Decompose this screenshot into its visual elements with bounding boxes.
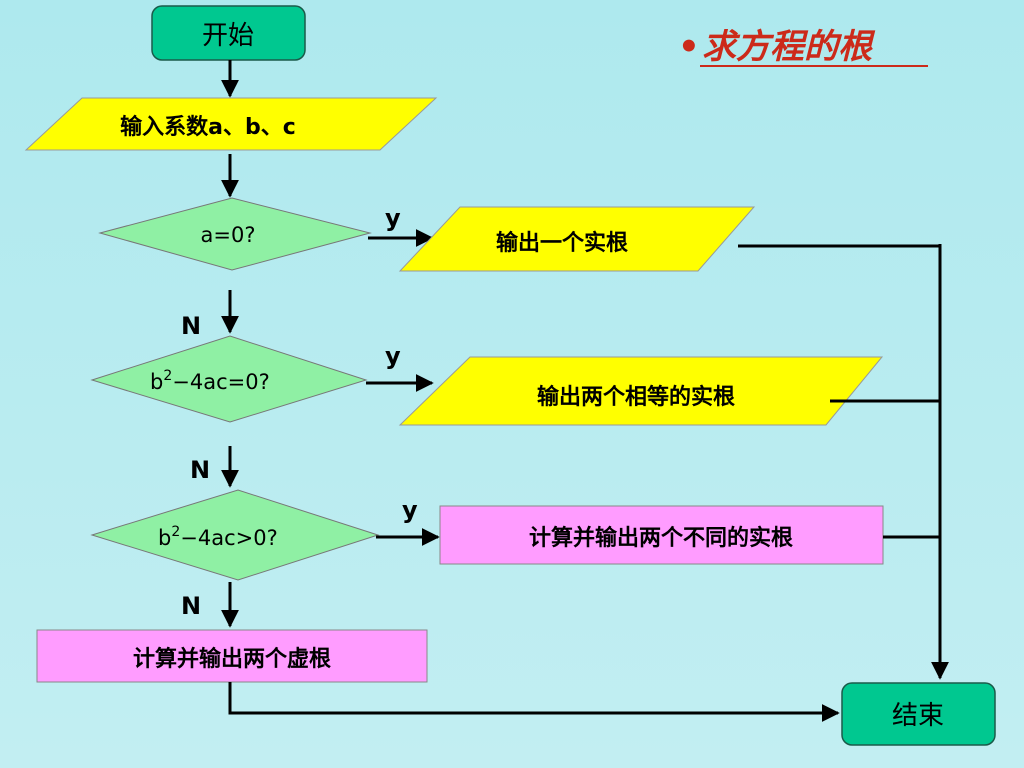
- decision-discriminant-zero: b2−4ac=0?: [90, 335, 368, 423]
- process-distinct-roots: 计算并输出两个不同的实根: [439, 505, 884, 565]
- decision-3-suffix: −4ac>0?: [180, 526, 277, 550]
- start-node: 开始: [151, 5, 306, 61]
- yes-label-1: y: [385, 204, 401, 232]
- yes-label-2: y: [385, 342, 401, 370]
- process-3-box: [439, 505, 884, 565]
- output-equal-roots: 输出两个相等的实根: [398, 356, 884, 426]
- output-1-label: 输出一个实根: [496, 230, 628, 256]
- decision-a-zero: a=0?: [98, 197, 372, 271]
- process-complex-roots: 计算并输出两个虚根: [36, 629, 428, 683]
- output-2-label: 输出两个相等的实根: [537, 384, 735, 410]
- decision-3-shape: [90, 489, 380, 581]
- decision-1-label: a=0?: [201, 223, 256, 247]
- decision-3-label: b2−4ac>0?: [158, 524, 278, 550]
- decision-3-prefix: b: [158, 526, 171, 550]
- decision-2-shape: [90, 335, 368, 423]
- start-label: 开始: [202, 21, 254, 51]
- decision-discriminant-positive: b2−4ac>0?: [90, 489, 380, 581]
- decision-3-sup: 2: [171, 524, 180, 540]
- process-3-label: 计算并输出两个不同的实根: [529, 525, 793, 551]
- end-box: [841, 682, 996, 746]
- output-1-box: [398, 206, 756, 272]
- slide-title: • 求方程的根: [678, 27, 928, 67]
- input-box: [24, 97, 438, 151]
- no-label-3: N: [181, 592, 201, 620]
- decision-2-prefix: b: [150, 370, 163, 394]
- title-text: 求方程的根: [702, 27, 876, 67]
- end-node: 结束: [841, 682, 996, 746]
- process-4-label: 计算并输出两个虚根: [133, 646, 331, 672]
- no-label-2: N: [190, 456, 210, 484]
- output-2-box: [398, 356, 884, 426]
- input-node: 输入系数a、b、c: [24, 97, 438, 151]
- decision-2-suffix: −4ac=0?: [172, 370, 269, 394]
- decision-2-label: b2−4ac=0?: [150, 368, 270, 394]
- yes-label-3: y: [402, 496, 418, 524]
- no-label-1: N: [181, 312, 201, 340]
- process-4-box: [36, 629, 428, 683]
- end-label: 结束: [892, 701, 944, 731]
- title-bullet: •: [678, 27, 700, 67]
- arrow-complex-end: [228, 682, 840, 722]
- output-one-root: 输出一个实根: [398, 206, 756, 272]
- input-label: 输入系数a、b、c: [120, 114, 296, 140]
- decision-2-sup: 2: [163, 368, 172, 384]
- decision-1-shape: [98, 197, 372, 271]
